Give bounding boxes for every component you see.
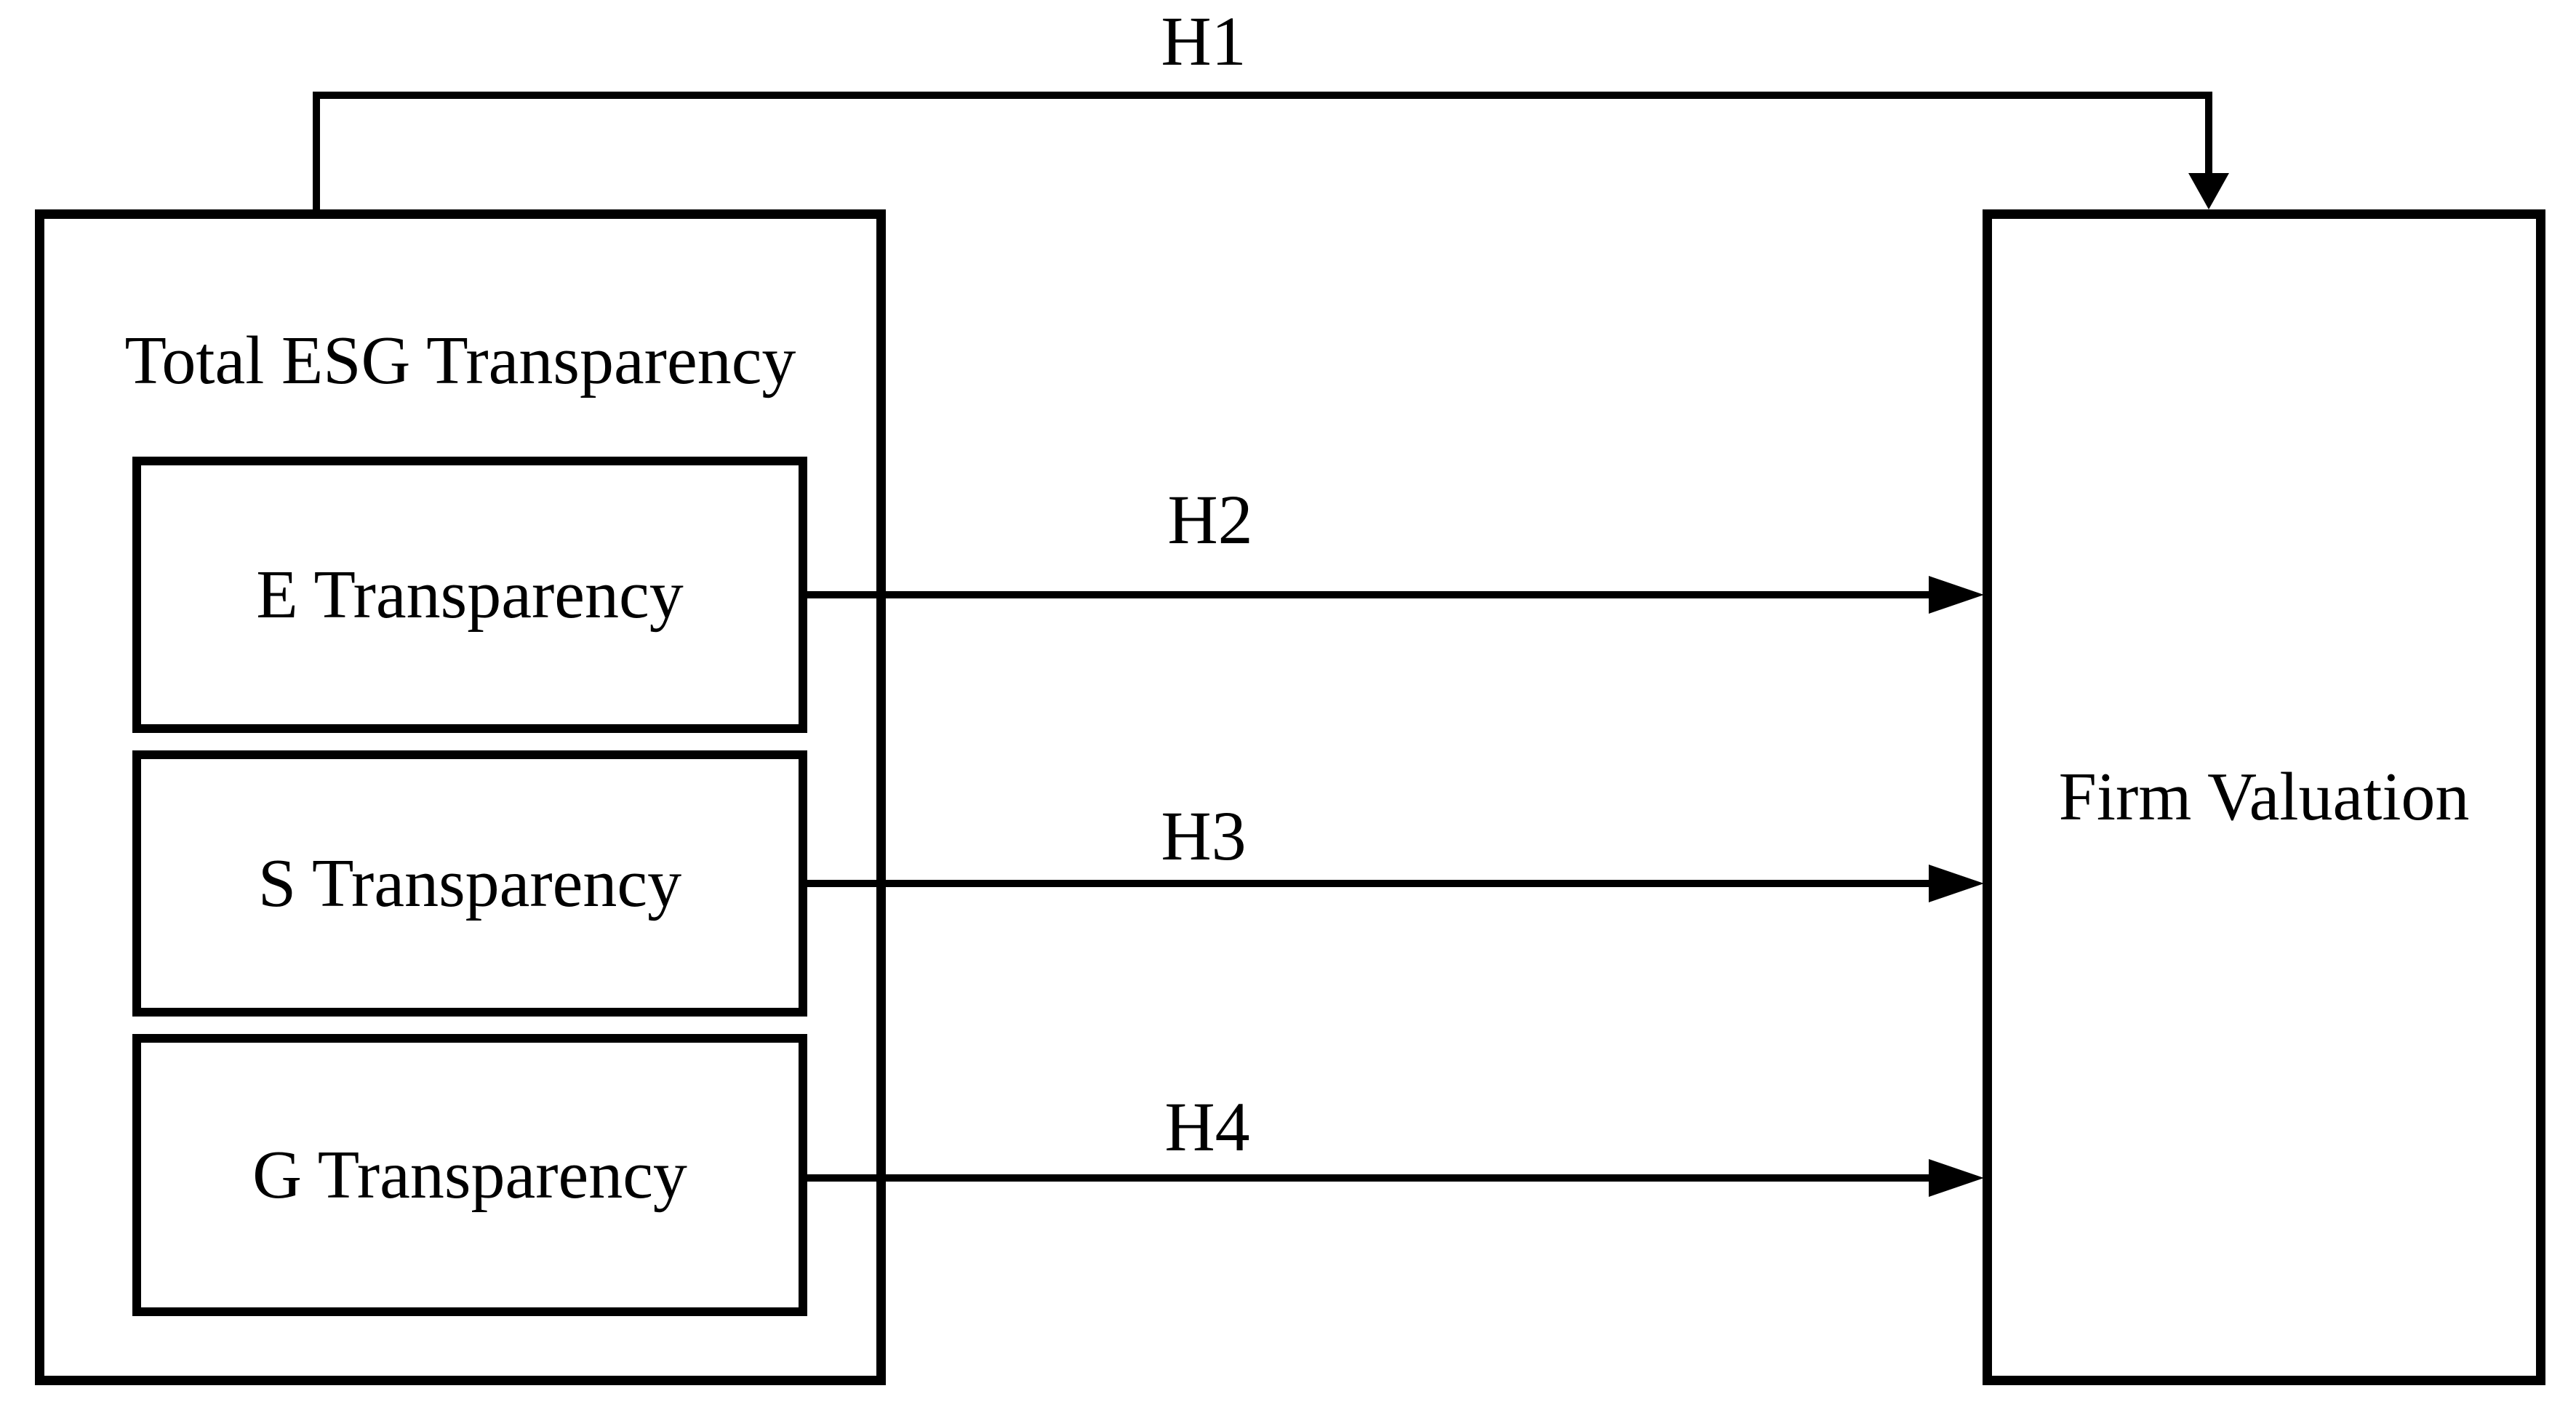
h1-arrow-right-segment xyxy=(2205,92,2212,175)
g-transparency-label: G Transparency xyxy=(252,1137,687,1213)
h1-arrow-top-segment xyxy=(313,92,2212,99)
g-transparency-box: G Transparency xyxy=(132,1034,807,1316)
firm-valuation-label: Firm Valuation xyxy=(2058,759,2470,835)
firm-valuation-box: Firm Valuation xyxy=(1983,209,2545,1385)
h1-arrowhead-icon xyxy=(2188,173,2229,209)
s-transparency-box: S Transparency xyxy=(132,750,807,1017)
h3-arrowhead-icon xyxy=(1929,865,1984,902)
h4-arrow-line xyxy=(807,1174,1931,1182)
h2-arrow-line xyxy=(807,591,1931,598)
h4-arrowhead-icon xyxy=(1929,1159,1984,1197)
h2-label: H2 xyxy=(1167,481,1253,558)
h1-label: H1 xyxy=(1161,2,1247,80)
s-transparency-label: S Transparency xyxy=(257,845,682,921)
h3-label: H3 xyxy=(1161,797,1247,875)
e-transparency-label: E Transparency xyxy=(256,556,684,633)
h3-arrow-line xyxy=(807,880,1931,887)
total-esg-transparency-box: Total ESG Transparency E Transparency S … xyxy=(35,209,886,1385)
h1-arrow-left-segment xyxy=(313,92,320,209)
h2-arrowhead-icon xyxy=(1929,576,1984,614)
total-esg-transparency-label: Total ESG Transparency xyxy=(124,323,796,398)
e-transparency-box: E Transparency xyxy=(132,457,807,733)
h4-label: H4 xyxy=(1164,1088,1250,1166)
